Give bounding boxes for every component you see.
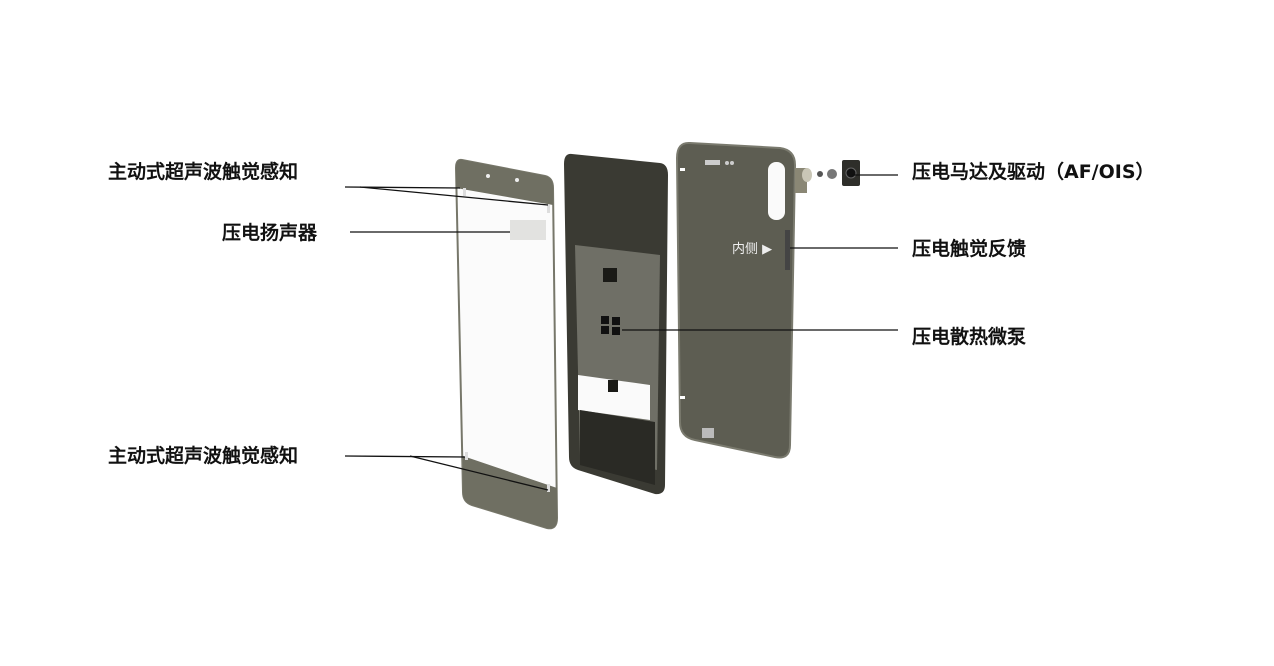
inner-side-label: 内侧 ▶ — [732, 242, 773, 257]
label-piezo-pump: 压电散热微泵 — [912, 326, 1027, 348]
back-case — [675, 141, 797, 459]
mid-frame — [564, 153, 668, 495]
label-ultrasonic-bottom: 主动式超声波触觉感知 — [108, 445, 299, 467]
label-piezo-speaker: 压电扬声器 — [222, 222, 318, 244]
front-glass-panel — [454, 158, 559, 530]
label-piezo-motor: 压电马达及驱动（AF/OIS） — [912, 161, 1155, 183]
leader-lines — [344, 174, 898, 491]
label-piezo-haptic: 压电触觉反馈 — [912, 238, 1027, 260]
label-ultrasonic-top: 主动式超声波触觉感知 — [108, 161, 299, 183]
camera-motor-module — [795, 160, 860, 193]
